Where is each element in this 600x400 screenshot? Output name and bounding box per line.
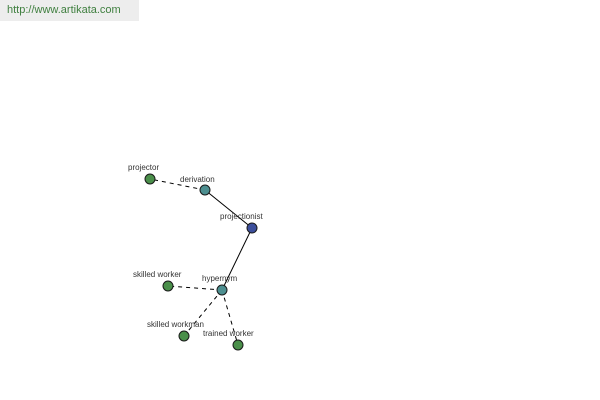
node-label-projector: projector	[128, 163, 159, 172]
node-label-derivation: derivation	[180, 175, 215, 184]
edge-hypernym-skilled-workman	[183, 289, 223, 337]
node-label-skilled-worker: skilled worker	[133, 270, 182, 279]
graph-nodes	[144, 173, 258, 351]
graph-labels: projectionist derivation projector hypernym…	[128, 163, 263, 338]
edge-projectionist-hypernym	[221, 227, 253, 291]
node-trained-worker[interactable]	[232, 339, 244, 351]
node-projectionist[interactable]	[246, 222, 258, 234]
edge-derivation-projector	[149, 178, 206, 191]
node-skilled-worker[interactable]	[162, 280, 174, 292]
graph-edges	[149, 178, 253, 346]
edge-hypernym-trained-worker	[221, 289, 239, 346]
edge-hypernym-skilled-worker	[167, 285, 223, 291]
node-label-projectionist: projectionist	[220, 212, 263, 221]
node-skilled-workman[interactable]	[178, 330, 190, 342]
node-projector[interactable]	[144, 173, 156, 185]
edge-projectionist-derivation	[204, 189, 253, 229]
node-hypernym[interactable]	[216, 284, 228, 296]
site-url-link[interactable]: http://www.artikata.com	[0, 0, 139, 21]
node-label-hypernym: hypernym	[202, 274, 237, 283]
node-label-skilled-workman: skilled workman	[147, 320, 204, 329]
node-label-trained-worker: trained worker	[203, 329, 254, 338]
node-derivation[interactable]	[199, 184, 211, 196]
